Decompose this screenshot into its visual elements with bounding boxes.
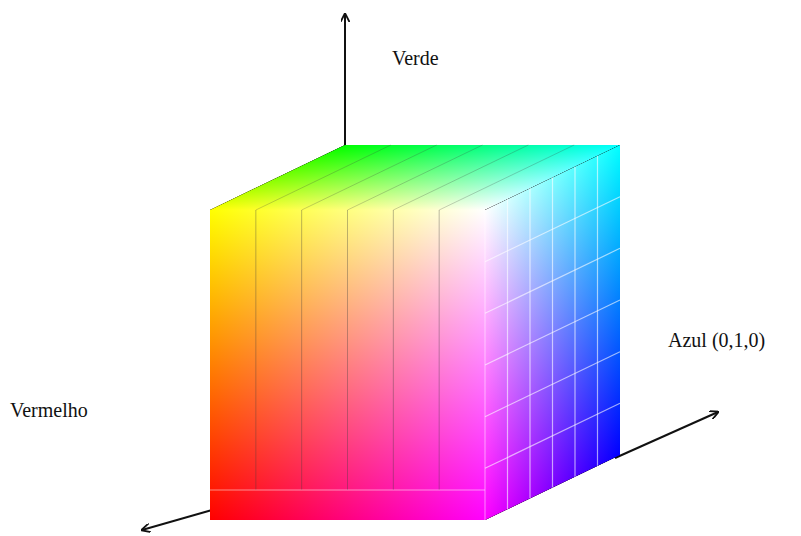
grid-line (574, 167, 575, 477)
grid-line (255, 210, 256, 490)
cube-grid (210, 145, 620, 520)
axis-label: Azul (0,1,0) (668, 328, 765, 352)
front-face (210, 210, 485, 520)
grid-line (256, 145, 391, 210)
right-face (485, 145, 620, 520)
green-axis (344, 14, 346, 145)
grid-line (210, 490, 485, 491)
blue-axis (615, 412, 718, 458)
axis-label: Verde (392, 46, 439, 70)
grid-line (302, 145, 437, 210)
red-axis (142, 510, 212, 530)
grid-line (485, 352, 620, 417)
axis-label: Vermelho (10, 398, 88, 422)
grid-line (347, 210, 348, 490)
grid-line (485, 210, 486, 520)
grid-line (348, 145, 483, 210)
grid-line (597, 156, 598, 466)
grid-line (439, 210, 440, 490)
grid-line (439, 145, 574, 210)
grid-line (393, 210, 394, 490)
grid-line (301, 210, 302, 490)
grid-line (485, 300, 620, 365)
grid-line (485, 403, 620, 468)
